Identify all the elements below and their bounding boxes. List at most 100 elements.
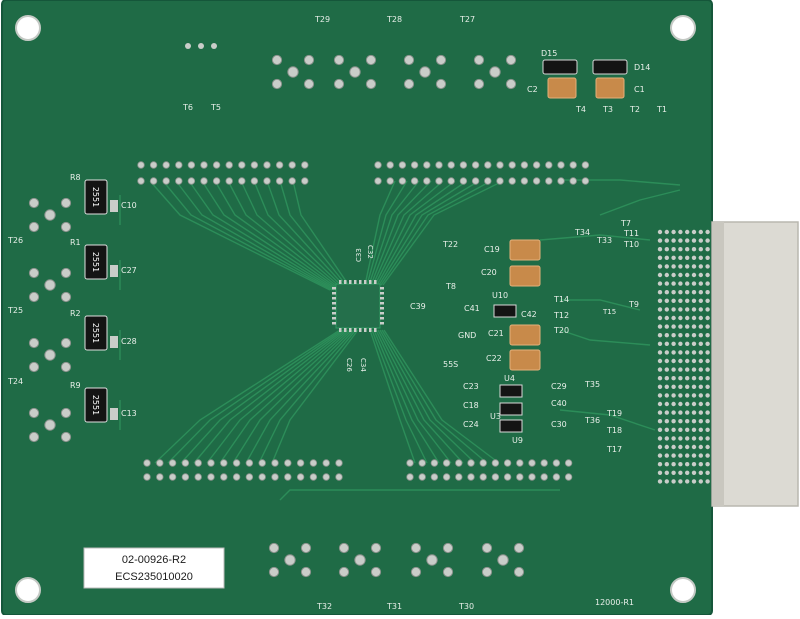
edge-pin [691, 290, 697, 295]
edge-pin [698, 350, 703, 355]
edge-pin [685, 238, 690, 243]
tp-t31: T31 [386, 602, 402, 611]
edge-pin [657, 376, 663, 381]
edge-pin [671, 436, 676, 441]
edge-pin [678, 350, 683, 355]
edge-pin [664, 393, 669, 398]
edge-pin [678, 298, 683, 303]
qfn-pad [359, 328, 362, 332]
serial-number-2: ECS235010020 [115, 571, 193, 583]
cap-c24: C24 [463, 420, 479, 429]
edge-pin [685, 401, 690, 407]
s55-label: 55S [443, 360, 458, 369]
edge-pin [657, 333, 663, 338]
cluster-pad [28, 361, 40, 373]
header-pin [238, 161, 246, 169]
cluster-pad [481, 566, 493, 578]
edge-pin [671, 401, 676, 407]
trace [372, 180, 444, 286]
edge-pin [678, 341, 683, 346]
qfn-pad [332, 292, 336, 295]
tp-t27: T27 [459, 15, 475, 24]
cap-c41: C41 [464, 304, 480, 313]
edge-pin [705, 290, 710, 295]
edge-pin [671, 229, 676, 235]
header-pin [447, 177, 455, 185]
edge-pin [691, 307, 697, 312]
tp-t18: T18 [606, 426, 622, 435]
edge-pin [664, 281, 669, 286]
cluster-pad [473, 78, 485, 90]
qfn-pad [369, 280, 372, 284]
edge-pin [691, 229, 697, 235]
edge-pin [657, 419, 663, 424]
edge-pin [678, 427, 683, 432]
edge-pin [678, 247, 683, 252]
edge-pin [664, 255, 669, 260]
cluster-pad [403, 54, 415, 66]
edge-pin [685, 367, 690, 372]
cluster-pad [303, 78, 315, 90]
qfn-pad [339, 328, 342, 332]
cap-c30: C30 [551, 420, 567, 429]
header-pin [418, 473, 426, 481]
edge-pin [698, 427, 703, 432]
edge-pin [685, 376, 690, 381]
cluster-center-pad [44, 419, 56, 431]
edge-pin [678, 367, 683, 372]
edge-pin [657, 264, 663, 269]
cluster-center-pad [44, 279, 56, 291]
ic-u9 [499, 419, 523, 433]
edge-pin [698, 419, 703, 424]
header-pin [479, 473, 487, 481]
edge-pin [691, 427, 697, 432]
cluster-pad [410, 542, 422, 554]
cluster-pad [60, 267, 72, 279]
edge-pin [678, 255, 683, 260]
edge-pin [671, 410, 676, 415]
cluster-pad [268, 542, 280, 554]
edge-pin [698, 229, 703, 235]
edge-pin [664, 307, 669, 312]
header-pin [442, 473, 451, 481]
header-pin [225, 177, 233, 185]
cluster-pad [473, 54, 485, 66]
qfn-pad [364, 328, 367, 332]
edge-pin [664, 264, 669, 269]
header-pin [484, 177, 492, 185]
header-pin [284, 459, 292, 467]
edge-pin [671, 238, 676, 243]
header-pin [301, 177, 309, 185]
header-pin [484, 161, 492, 169]
edge-connector-lip [712, 222, 724, 506]
header-pin [455, 459, 463, 467]
header-pin [207, 459, 215, 467]
edge-pin [657, 384, 663, 389]
edge-pin [691, 358, 697, 364]
edge-pin [664, 247, 669, 252]
header-pin [322, 473, 330, 481]
trace [292, 180, 353, 291]
edge-pin [664, 410, 669, 415]
header-pin [212, 177, 221, 185]
trace [206, 329, 349, 464]
mounting-hole-tl [15, 15, 41, 41]
header-pin [275, 177, 284, 185]
edge-pin [698, 479, 703, 484]
tp-t1: T1 [656, 105, 667, 114]
header-pin [418, 459, 426, 467]
edge-pin [691, 444, 697, 450]
edge-pin [678, 358, 683, 364]
qfn-pad [374, 328, 377, 332]
cluster-pad [333, 54, 345, 66]
edge-pin [678, 444, 683, 450]
header-pin [459, 161, 468, 169]
cluster-pad [442, 566, 454, 578]
cluster-pad [338, 542, 350, 554]
trace [374, 180, 456, 286]
header-pin [557, 161, 565, 169]
cluster-pad [60, 337, 72, 349]
edge-pin [698, 436, 703, 441]
resistor-value: 2551 [91, 395, 100, 415]
header-pin [143, 459, 151, 467]
